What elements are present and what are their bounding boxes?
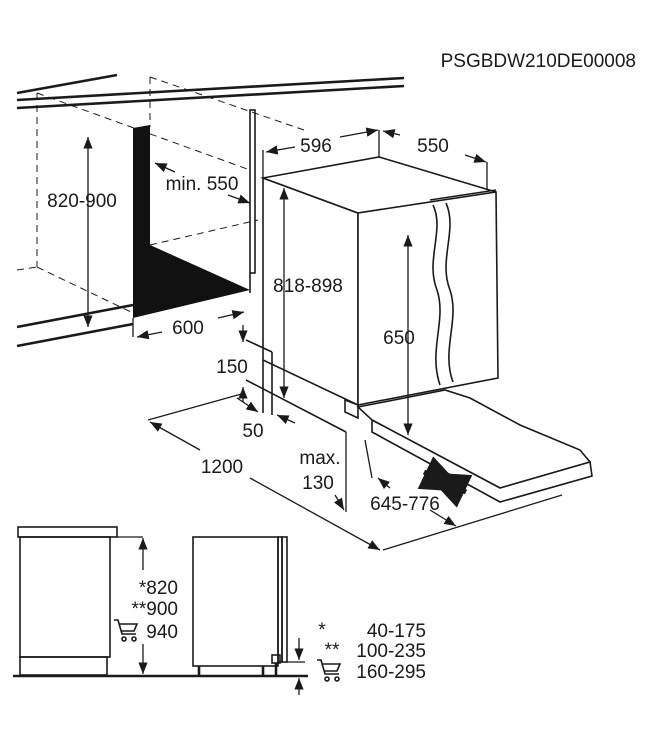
dim-door-swing: 1200 bbox=[201, 457, 243, 478]
shopping-cart-icon bbox=[114, 619, 139, 642]
dim-appliance-width: 596 bbox=[300, 136, 332, 157]
side-view-cabinet bbox=[13, 526, 308, 678]
legend-range-2-mark: ** bbox=[325, 640, 340, 661]
dimension-lines bbox=[83, 127, 563, 551]
dim-niche-width: 600 bbox=[172, 318, 204, 339]
dim-niche-height: 820-900 bbox=[47, 191, 117, 212]
legend-range-3: 160-295 bbox=[356, 662, 426, 683]
dim-appliance-height: 818-898 bbox=[273, 276, 343, 297]
dim-plinth-gap: 50 bbox=[242, 421, 263, 442]
legend-range-1: 40-175 bbox=[367, 621, 426, 642]
dim-plinth-height: 150 bbox=[216, 357, 248, 378]
dishwasher bbox=[245, 156, 593, 503]
dim-door-offset: 645-776 bbox=[370, 494, 440, 515]
legend-range-1-mark: * bbox=[318, 620, 326, 641]
legend-height-2: **900 bbox=[132, 599, 179, 620]
legend-height-3: 940 bbox=[146, 622, 178, 643]
side-view-dishwasher bbox=[192, 536, 305, 695]
dim-door-height: 650 bbox=[383, 328, 415, 349]
dim-min-depth: min. 550 bbox=[166, 174, 239, 195]
dim-max-label: max. bbox=[299, 448, 340, 469]
product-code: PSGBDW210DE00008 bbox=[441, 51, 636, 72]
dim-max-value: 130 bbox=[302, 473, 334, 494]
kitchen-niche bbox=[16, 73, 405, 348]
dim-appliance-depth: 550 bbox=[417, 136, 449, 157]
shopping-cart-icon bbox=[317, 659, 342, 682]
legend-height-1: *820 bbox=[139, 578, 178, 599]
niche-shadow bbox=[133, 125, 250, 318]
legend-range-2: 100-235 bbox=[356, 641, 426, 662]
